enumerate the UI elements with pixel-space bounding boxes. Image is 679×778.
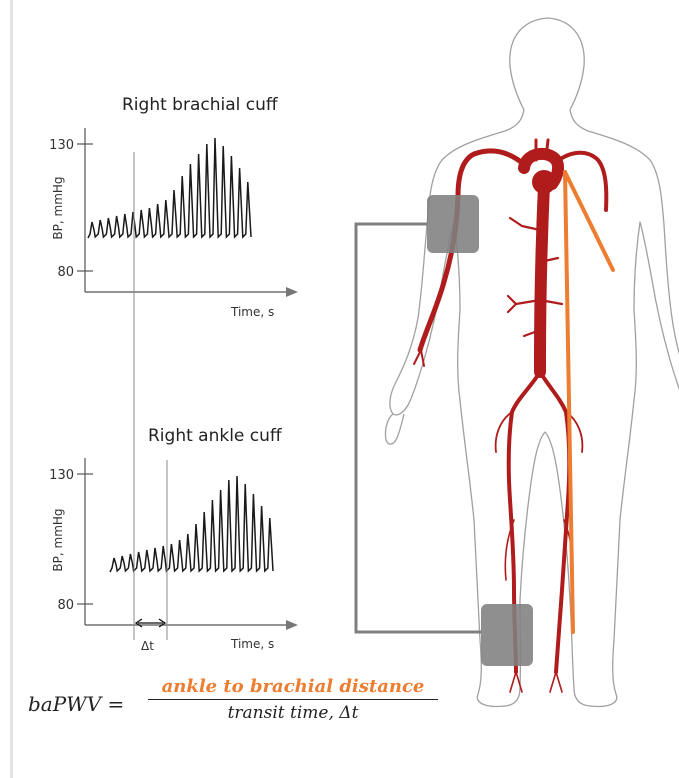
left-hand-outline bbox=[385, 414, 404, 444]
delta-t-label: Δt bbox=[141, 639, 154, 653]
brachial-x-axis-label: Time, s bbox=[230, 305, 274, 319]
heart bbox=[532, 170, 556, 194]
ankle-y-axis-label: BP, mmHg bbox=[51, 508, 65, 571]
formula-numerator: ankle to brachial distance bbox=[148, 676, 438, 700]
brachial-tick-label-high: 130 bbox=[49, 138, 74, 153]
ankle-x-axis-label: Time, s bbox=[230, 637, 274, 651]
ankle-tick-label-low: 80 bbox=[57, 598, 74, 613]
brachial-x-arrowhead bbox=[286, 287, 298, 297]
brachial-y-axis-label: BP, mmHg bbox=[51, 176, 65, 239]
delta-t-arrow bbox=[136, 619, 165, 627]
brachial-cuff bbox=[427, 195, 479, 253]
ankle-panel: Right ankle cuff 130 80 BP, mmHg Time, s bbox=[49, 426, 298, 651]
ankle-tick-label-high: 130 bbox=[49, 468, 74, 483]
brachial-pressure-waveform bbox=[88, 138, 251, 238]
brachial-panel-title: Right brachial cuff bbox=[122, 95, 279, 115]
descending-aorta bbox=[540, 185, 544, 372]
formula-lhs: baPWV = bbox=[28, 692, 124, 716]
brachial-panel: Right brachial cuff 130 80 BP, mmHg Time… bbox=[49, 95, 298, 319]
brachial-tick-label-low: 80 bbox=[57, 265, 74, 280]
ankle-x-arrowhead bbox=[286, 620, 298, 630]
formula-fraction: ankle to brachial distance transit time,… bbox=[148, 676, 438, 723]
ankle-cuff bbox=[481, 604, 533, 666]
formula-denominator: transit time, Δt bbox=[148, 703, 438, 723]
body-silhouette bbox=[385, 18, 679, 707]
bapwv-formula: baPWV = ankle to brachial distance trans… bbox=[28, 676, 448, 736]
ankle-panel-title: Right ankle cuff bbox=[148, 426, 283, 446]
